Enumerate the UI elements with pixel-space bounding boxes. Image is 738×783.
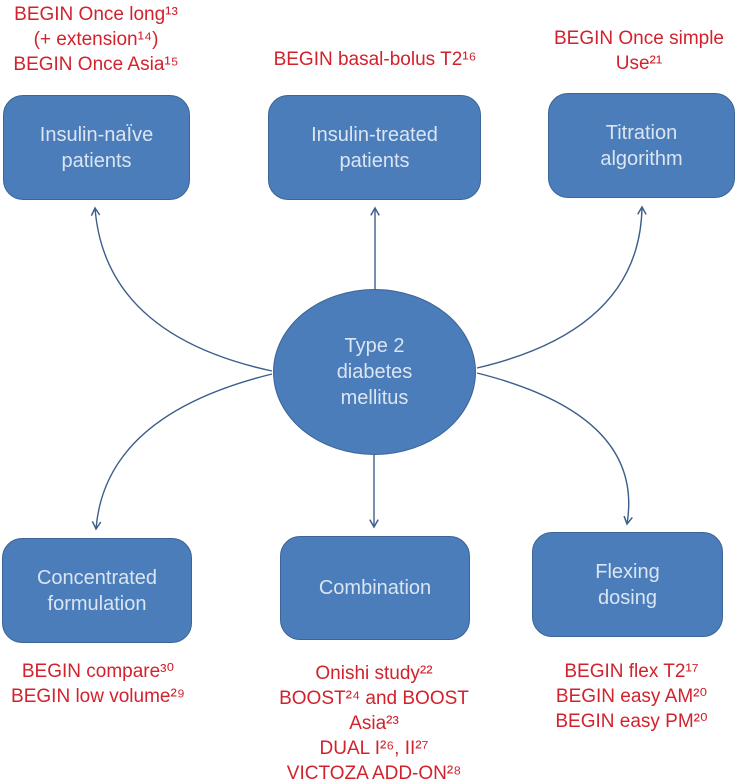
connector-center-to-bottom-right bbox=[476, 372, 633, 526]
node-titration-algorithm: Titration algorithm bbox=[548, 93, 735, 198]
node-type-2-diabetes-mellitus: Type 2 diabetes mellitus bbox=[273, 289, 476, 455]
node-insulin-naive-patients: Insulin-naÏve patients bbox=[3, 95, 190, 200]
node-concentrated-formulation: Concentrated formulation bbox=[2, 538, 192, 643]
node-combination: Combination bbox=[280, 536, 470, 640]
connector-center-to-top-right bbox=[476, 205, 647, 369]
connector-center-to-top-left bbox=[90, 206, 273, 372]
node-insulin-treated-patients: Insulin-treated patients bbox=[268, 95, 481, 200]
study-label-top-left: BEGIN Once long¹³ (+ extension¹⁴) BEGIN … bbox=[13, 4, 179, 75]
study-label-bottom-center: Onishi study²² BOOST²⁴ and BOOST Asia²³ … bbox=[279, 663, 469, 783]
study-label-top-right: BEGIN Once simple Use²¹ bbox=[554, 28, 724, 74]
study-label-bottom-left: BEGIN compare³⁰ BEGIN low volume²⁹ bbox=[11, 661, 185, 707]
study-label-bottom-right: BEGIN flex T2¹⁷ BEGIN easy AM²⁰ BEGIN ea… bbox=[555, 661, 708, 732]
study-label-top-center: BEGIN basal-bolus T2¹⁶ bbox=[273, 49, 477, 70]
node-flexing-dosing: Flexing dosing bbox=[532, 532, 723, 637]
connector-center-to-bottom-left bbox=[91, 373, 273, 531]
